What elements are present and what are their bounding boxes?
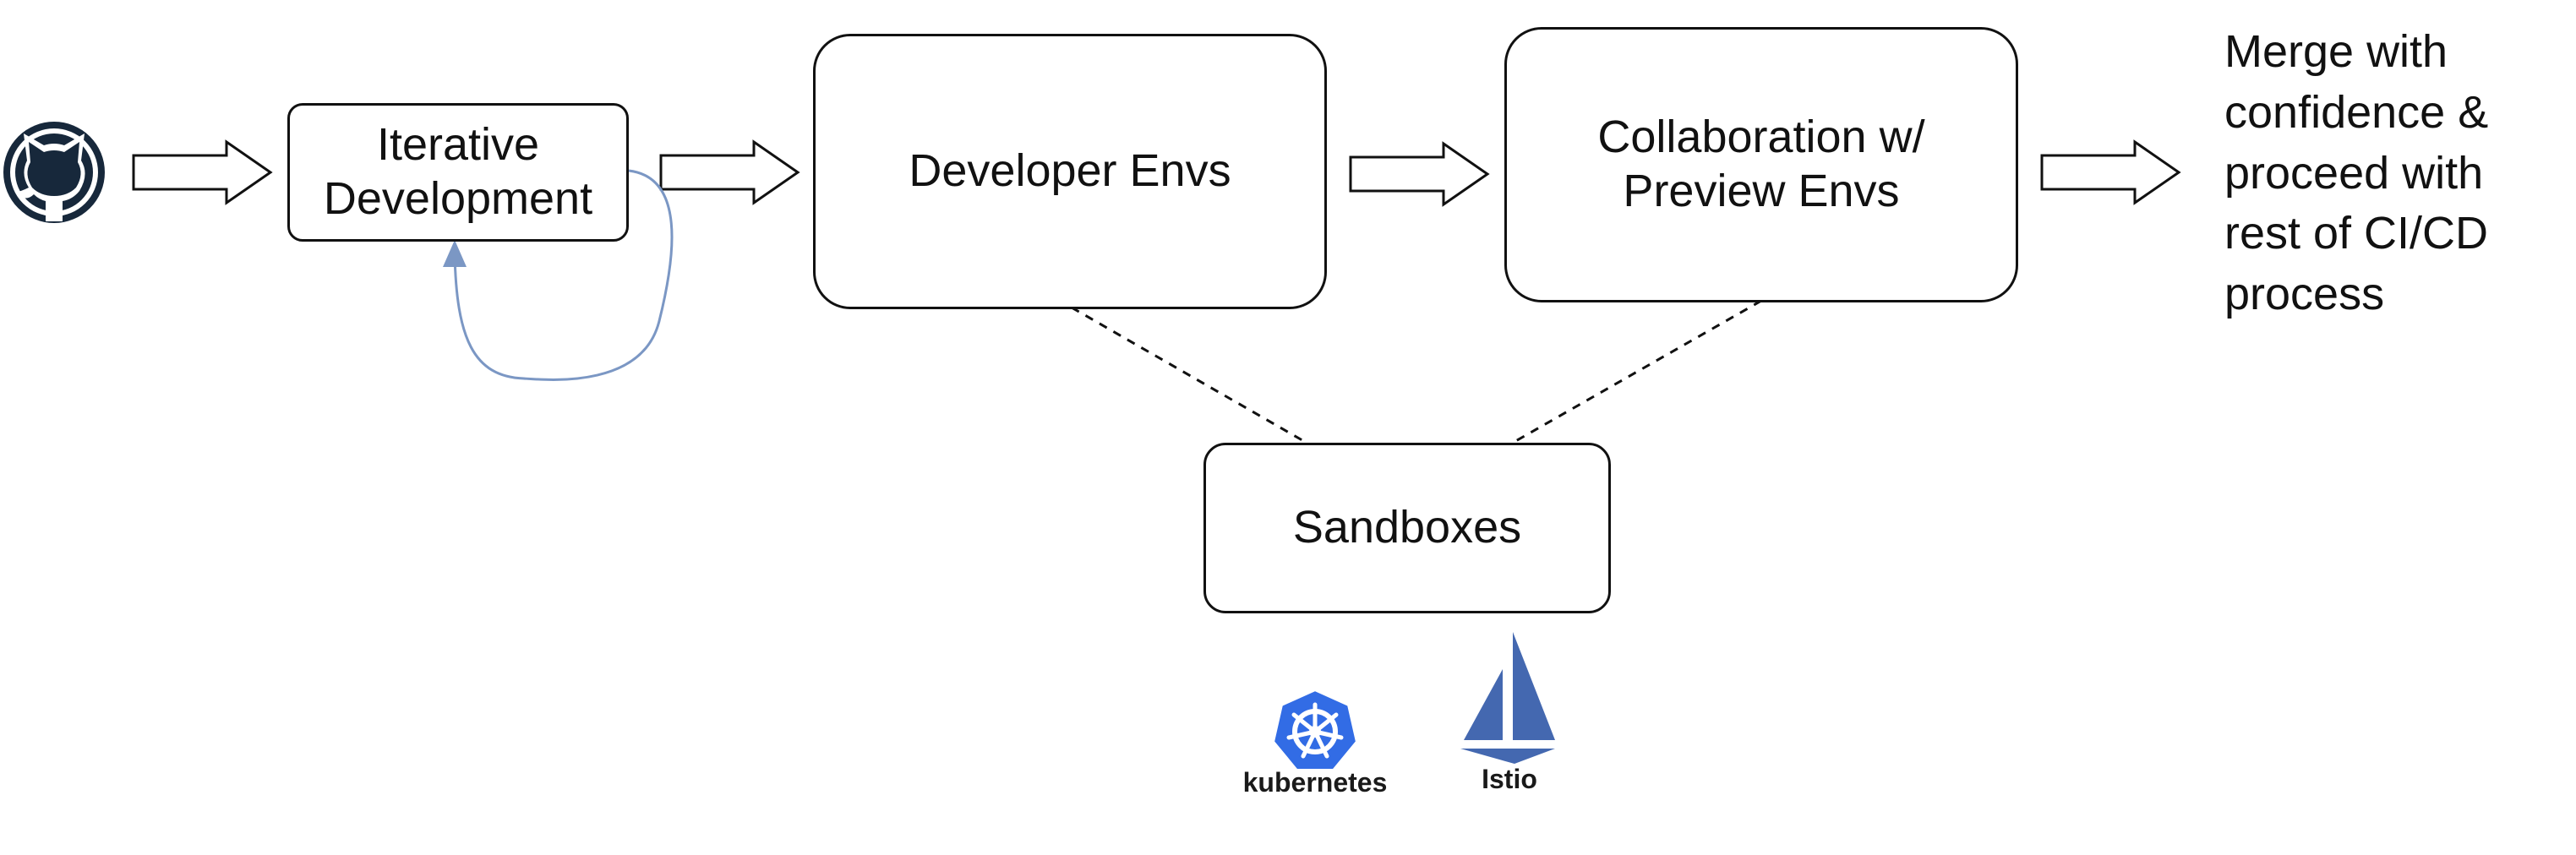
node-sandboxes: Sandboxes <box>1203 443 1611 613</box>
merge-note: Merge with confidence & proceed with res… <box>2224 26 2489 320</box>
istio-label: Istio <box>1482 764 1537 794</box>
arrow-iterative-to-developer <box>659 139 800 205</box>
node-collaboration-label: Collaboration w/ Preview Envs <box>1597 112 1925 216</box>
arrow-github-to-iterative <box>132 139 273 205</box>
node-collaboration-preview-envs: Collaboration w/ Preview Envs <box>1504 27 2018 302</box>
node-developer-envs-label: Developer Envs <box>909 145 1231 197</box>
node-sandboxes-label: Sandboxes <box>1292 502 1522 553</box>
dashed-link-developer-sandboxes <box>1071 306 1307 444</box>
node-iterative-development: Iterative Development <box>287 103 629 242</box>
kubernetes-label: kubernetes <box>1242 767 1388 798</box>
github-octocat-icon <box>3 122 105 223</box>
arrow-collaboration-to-merge <box>2040 139 2181 205</box>
node-developer-envs: Developer Envs <box>813 34 1327 309</box>
dashed-link-collaboration-sandboxes <box>1512 299 1762 444</box>
istio-sail-icon <box>1460 632 1555 764</box>
arrow-developer-to-collaboration <box>1349 141 1490 207</box>
loop-arrowhead <box>443 240 467 267</box>
node-iterative-development-label: Iterative Development <box>323 119 593 224</box>
iteration-loop-arrow <box>453 169 674 381</box>
kubernetes-wheel-icon <box>1270 687 1360 772</box>
